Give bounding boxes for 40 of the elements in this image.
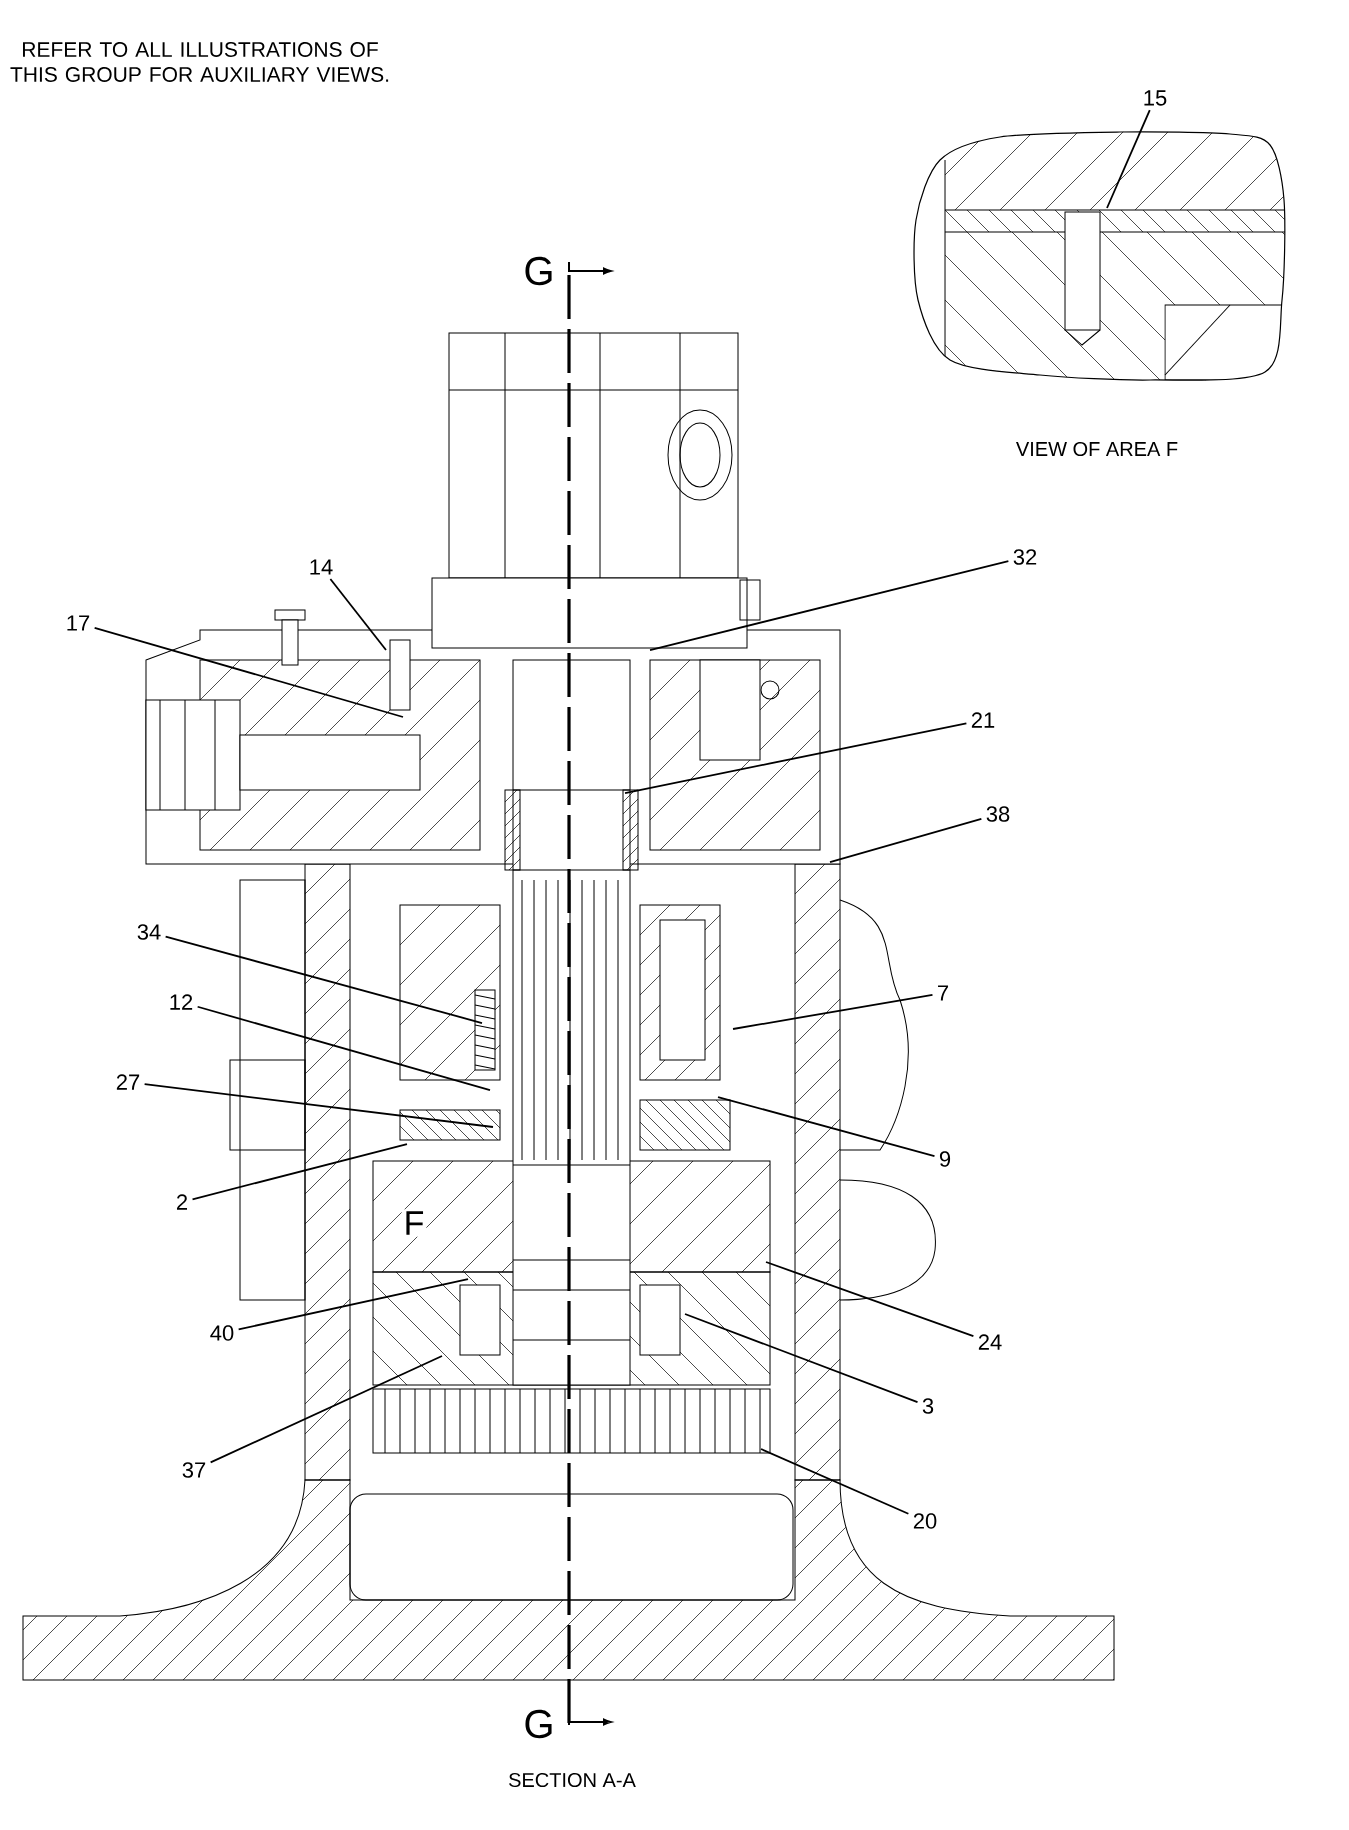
callout-number: 14	[310, 559, 333, 575]
callout-number: 40	[210, 1325, 234, 1341]
leader-line	[237, 1278, 469, 1331]
callout-number: 17	[67, 615, 90, 631]
callout-number: 9	[939, 1151, 951, 1167]
callout-number: 34	[137, 924, 161, 940]
leader-line	[684, 1313, 919, 1403]
callout-number: 15	[1144, 90, 1167, 106]
callout-number: 3	[922, 1398, 934, 1414]
callout-number: 20	[913, 1513, 937, 1529]
note-text: REFER TO ALL ILLUSTRATIONS OF THIS GROUP FOR AUXILIARY VIEWS.	[10, 42, 389, 82]
leader-line	[191, 1143, 408, 1201]
callout-number: 2	[177, 1194, 187, 1210]
leader-line	[93, 626, 404, 718]
callout-number: 32	[1013, 549, 1037, 565]
leader-line	[732, 993, 934, 1030]
leader-line	[143, 1083, 494, 1128]
callout-number: 24	[978, 1334, 1002, 1350]
view-caption: VIEW OF AREA F	[1016, 441, 1178, 457]
leader-line	[829, 817, 983, 863]
leader-line	[209, 1355, 443, 1464]
leader-line	[624, 722, 968, 794]
callout-number: 7	[938, 985, 949, 1001]
callout-number: 12	[170, 994, 193, 1010]
leader-line	[196, 1005, 491, 1091]
callout-number: 37	[182, 1462, 206, 1478]
callout-number: 21	[971, 712, 995, 728]
leader-line	[1106, 109, 1151, 209]
leader-line	[164, 935, 483, 1024]
leader-line	[760, 1448, 910, 1515]
leader-line	[765, 1261, 975, 1337]
section-letter: G	[525, 256, 552, 286]
leader-line	[329, 578, 387, 651]
section-caption: SECTION A-A	[509, 1772, 636, 1788]
callout-number: 27	[116, 1074, 140, 1090]
leader-line	[717, 1096, 936, 1158]
callout-number: 38	[986, 806, 1010, 822]
section-letter: G	[525, 1709, 552, 1739]
area-letter: F	[401, 1209, 427, 1237]
leader-line	[649, 560, 1010, 651]
